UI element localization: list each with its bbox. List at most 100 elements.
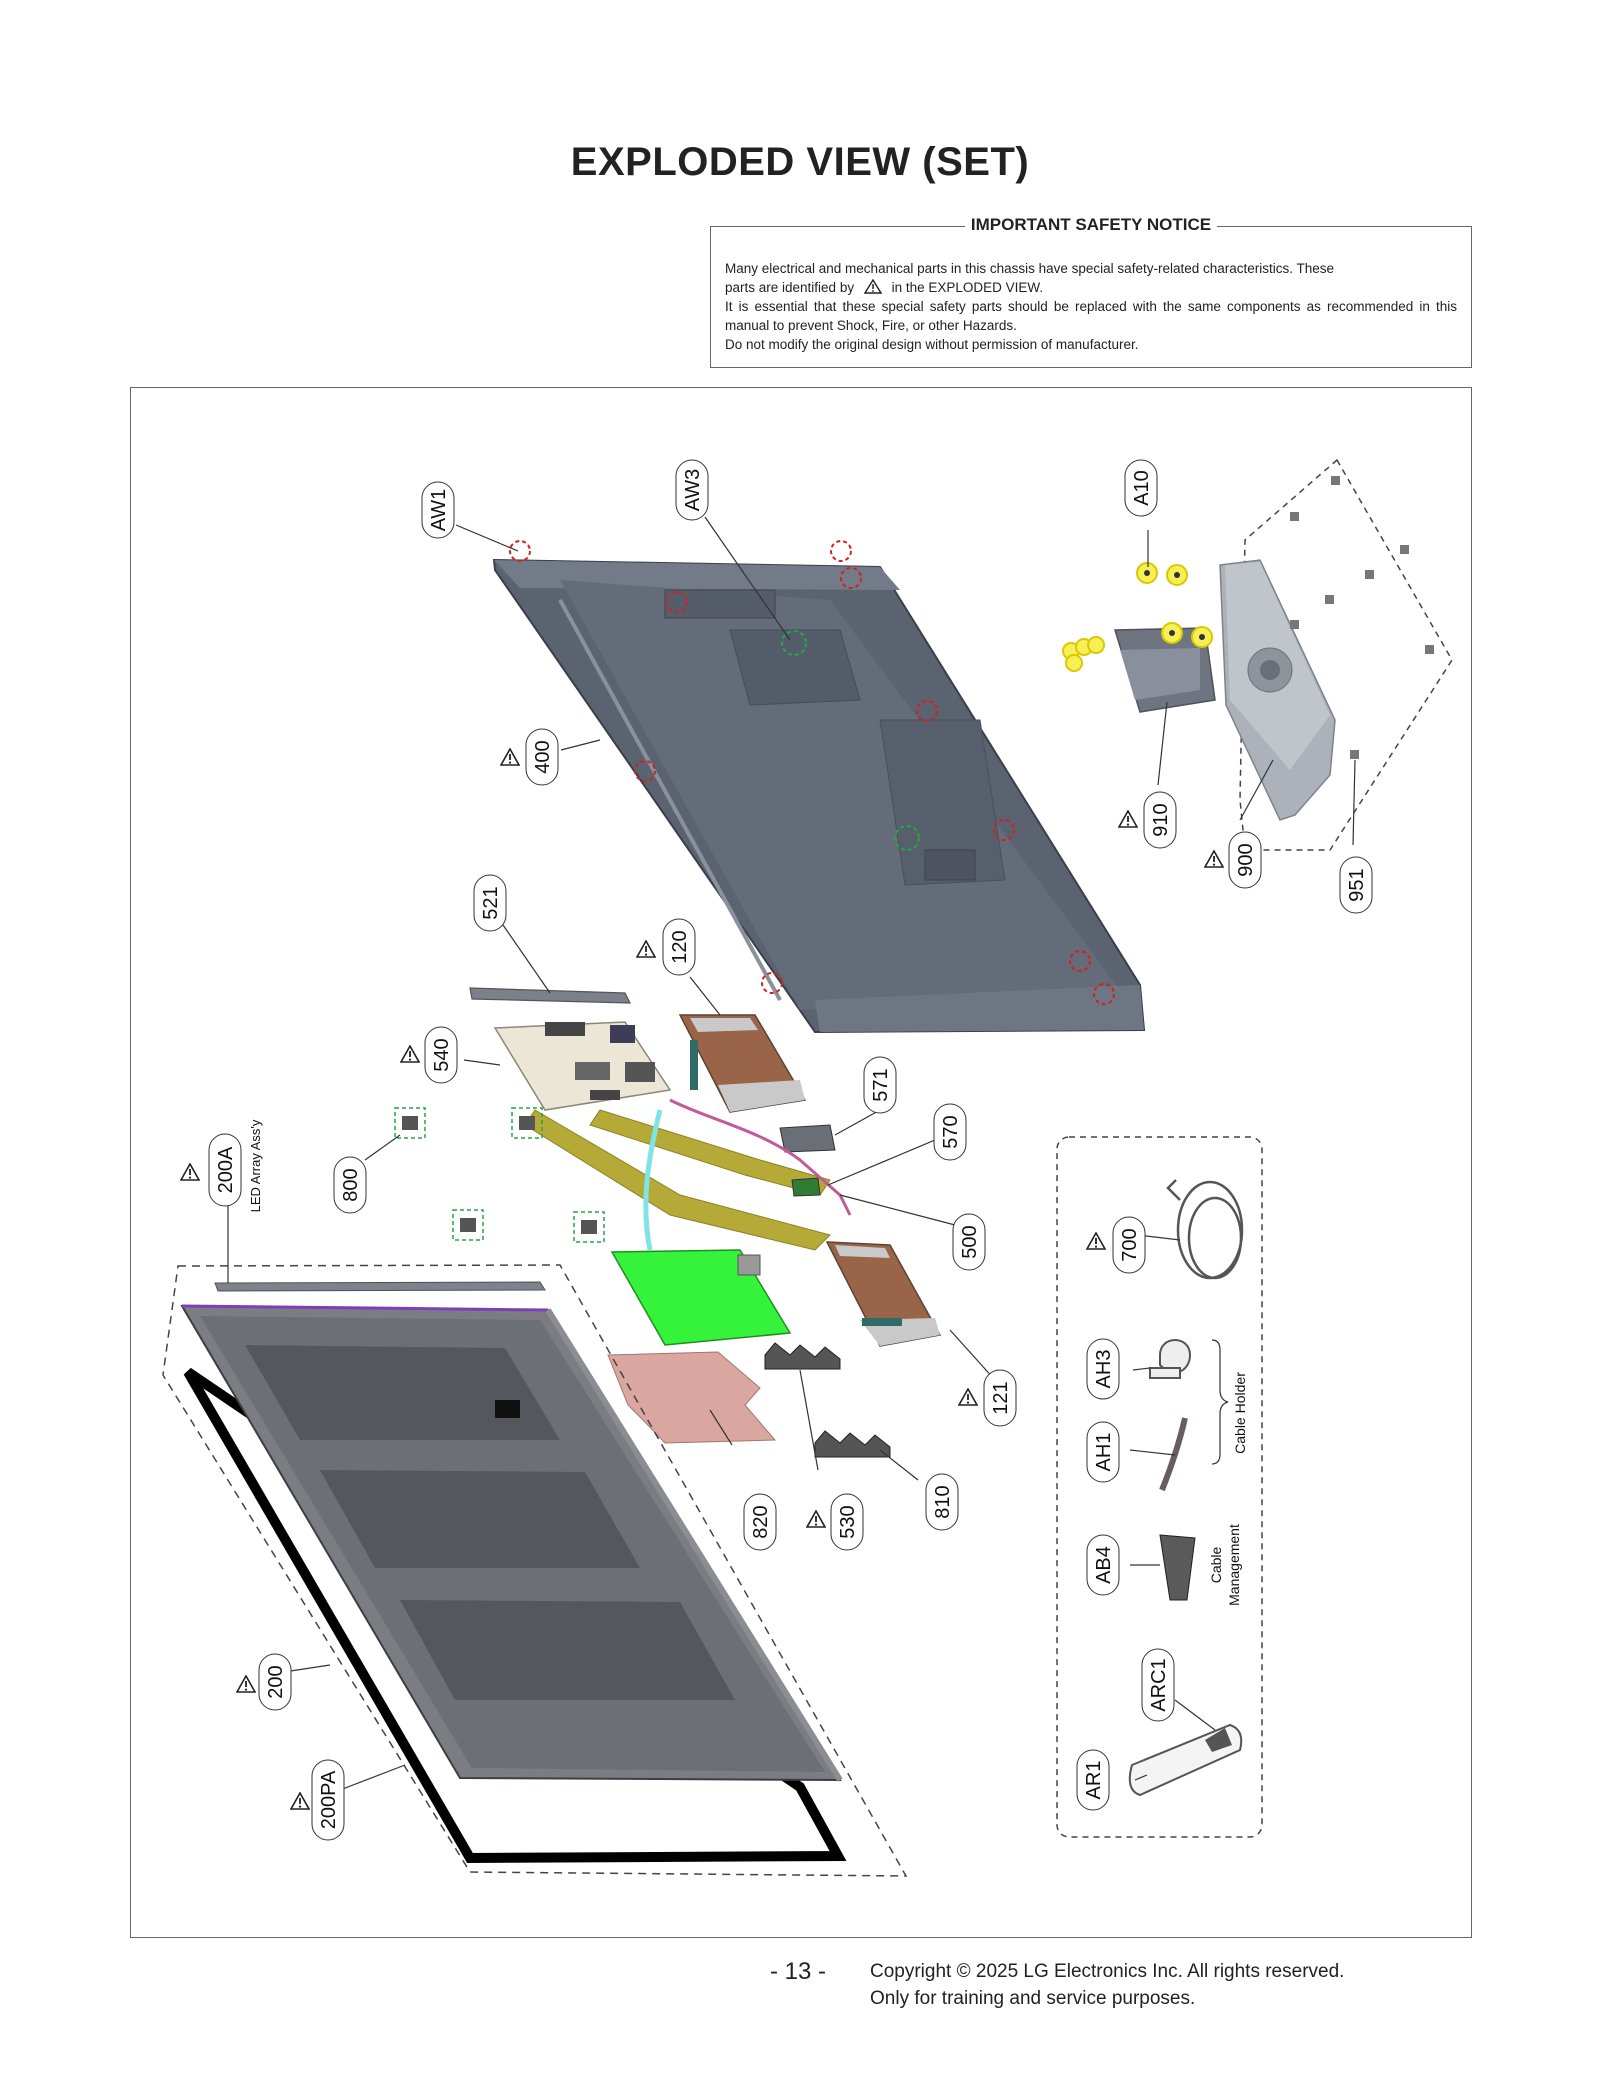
part-wire-harness	[669, 1098, 852, 1216]
label-910: 910	[1150, 803, 1172, 836]
label-aw3: AW3	[682, 469, 704, 512]
page-title: EXPLODED VIEW (SET)	[570, 140, 1030, 184]
notice-line-1b: parts are identified by in the EXPLODED …	[725, 278, 1457, 297]
panel-dashed-outline	[162, 1264, 908, 1877]
label-810: 810	[932, 1485, 954, 1518]
label-200pa: 200PA	[318, 1770, 340, 1829]
part-800-clips	[394, 1107, 605, 1243]
label-570: 570	[940, 1115, 962, 1148]
label-cable-holder: Cable Holder	[1232, 1372, 1248, 1454]
warning-icon-121	[958, 1388, 978, 1406]
screw-green-1	[781, 630, 807, 656]
back-cover-screws	[509, 540, 1115, 1005]
label-arc1: ARC1	[1148, 1658, 1170, 1711]
screw-red-8	[761, 972, 783, 994]
label-120: 120	[669, 930, 691, 963]
label-800: 800	[340, 1168, 362, 1201]
screw-red-6	[634, 760, 656, 782]
accessories-box	[1056, 1136, 1263, 1838]
warning-icon	[863, 278, 883, 294]
label-ar1: AR1	[1083, 1761, 1105, 1800]
safety-notice-heading: IMPORTANT SAFETY NOTICE	[964, 215, 1218, 234]
part-530-holder	[764, 1342, 841, 1370]
footer-copyright: Copyright © 2025 LG Electronics Inc. All…	[870, 1958, 1344, 2012]
diagram-frame	[130, 387, 1472, 1938]
screw-red-9	[1069, 950, 1091, 972]
part-ah1-tie	[1159, 1417, 1188, 1492]
warning-icon-540	[400, 1045, 420, 1063]
label-ah3: AH3	[1093, 1350, 1115, 1389]
label-540: 540	[431, 1038, 453, 1071]
label-951: 951	[1346, 868, 1368, 901]
safety-notice-body: Many electrical and mechanical parts in …	[725, 259, 1457, 354]
safety-notice-box: IMPORTANT SAFETY NOTICE Many electrical …	[710, 215, 1472, 368]
screw-red-7	[993, 819, 1015, 841]
screw-green-2	[894, 825, 920, 851]
label-a10: A10	[1131, 470, 1153, 506]
screw-red-10	[1093, 983, 1115, 1005]
warning-icon-700	[1086, 1232, 1106, 1250]
label-cable-management-1: Cable	[1208, 1547, 1224, 1584]
label-571: 571	[870, 1068, 892, 1101]
callout-labels: AW1 AW3 A10 400 910 900 951 521 120 540 …	[208, 459, 1373, 1841]
label-121: 121	[990, 1381, 1012, 1414]
part-121-speaker	[825, 1241, 942, 1347]
label-led-array: LED Array Ass'y	[248, 1119, 263, 1212]
screw-red-2	[830, 540, 852, 562]
stand-pads	[1290, 476, 1434, 759]
label-530: 530	[837, 1505, 859, 1538]
notice-line-1a: Many electrical and mechanical parts in …	[725, 261, 1335, 276]
part-120-speaker	[678, 1014, 807, 1113]
part-820-insulator	[607, 1351, 777, 1444]
label-cable-management-2: Management	[1226, 1524, 1242, 1606]
label-400: 400	[532, 740, 554, 773]
label-521: 521	[480, 886, 502, 919]
screw-red-4	[666, 591, 688, 613]
notice-line-1b-pre: parts are identified by	[725, 280, 855, 295]
part-ar1-remote	[1128, 1723, 1243, 1797]
warning-icon-910	[1118, 810, 1138, 828]
screw-red-1	[509, 540, 531, 562]
label-700: 700	[1119, 1228, 1141, 1261]
warning-icon-400	[500, 748, 520, 766]
notice-line-2: It is essential that these special safet…	[725, 299, 1457, 333]
warning-icon-200pa	[290, 1792, 310, 1810]
label-ah1: AH1	[1093, 1433, 1115, 1472]
warning-icon-200	[236, 1675, 256, 1693]
part-200a-led-bar	[214, 1281, 546, 1292]
copyright-line: Copyright © 2025 LG Electronics Inc. All…	[870, 1961, 1345, 1982]
label-200a: 200A	[215, 1146, 237, 1193]
screw-red-5	[916, 700, 938, 722]
label-820: 820	[750, 1505, 772, 1538]
part-810-holder	[814, 1430, 891, 1458]
label-aw1: AW1	[428, 489, 450, 532]
back-cover	[492, 558, 1146, 1034]
part-571-board	[779, 1124, 836, 1153]
stand-bracket	[1113, 627, 1216, 713]
training-line: Only for training and service purposes.	[870, 1988, 1196, 2009]
part-700-power-cord	[1166, 1179, 1244, 1280]
screw-red-3	[840, 567, 862, 589]
warning-icon-900	[1204, 850, 1224, 868]
stand-base	[1219, 559, 1336, 821]
part-521-bracket	[469, 987, 631, 1004]
part-ab4-cable-management	[1159, 1534, 1196, 1601]
part-570-board	[791, 1177, 821, 1197]
part-blue-cable	[643, 1109, 663, 1251]
part-ah3-clip	[1149, 1339, 1192, 1379]
label-200: 200	[265, 1665, 287, 1698]
label-900: 900	[1235, 843, 1257, 876]
label-500: 500	[959, 1225, 981, 1258]
notice-line-1b-post: in the EXPLODED VIEW.	[891, 280, 1044, 295]
warning-icon-200a	[180, 1163, 200, 1181]
part-540-main-board	[493, 1021, 672, 1111]
label-ab4: AB4	[1093, 1546, 1115, 1584]
part-200-panel	[180, 1304, 843, 1782]
part-500-power-board	[610, 1249, 792, 1346]
warning-icon-530	[806, 1510, 826, 1528]
notice-line-3: Do not modify the original design withou…	[725, 337, 1139, 352]
warning-icon-120	[636, 940, 656, 958]
page-number: - 13 -	[770, 1958, 827, 1985]
stand-screws-yellow	[1062, 562, 1213, 672]
